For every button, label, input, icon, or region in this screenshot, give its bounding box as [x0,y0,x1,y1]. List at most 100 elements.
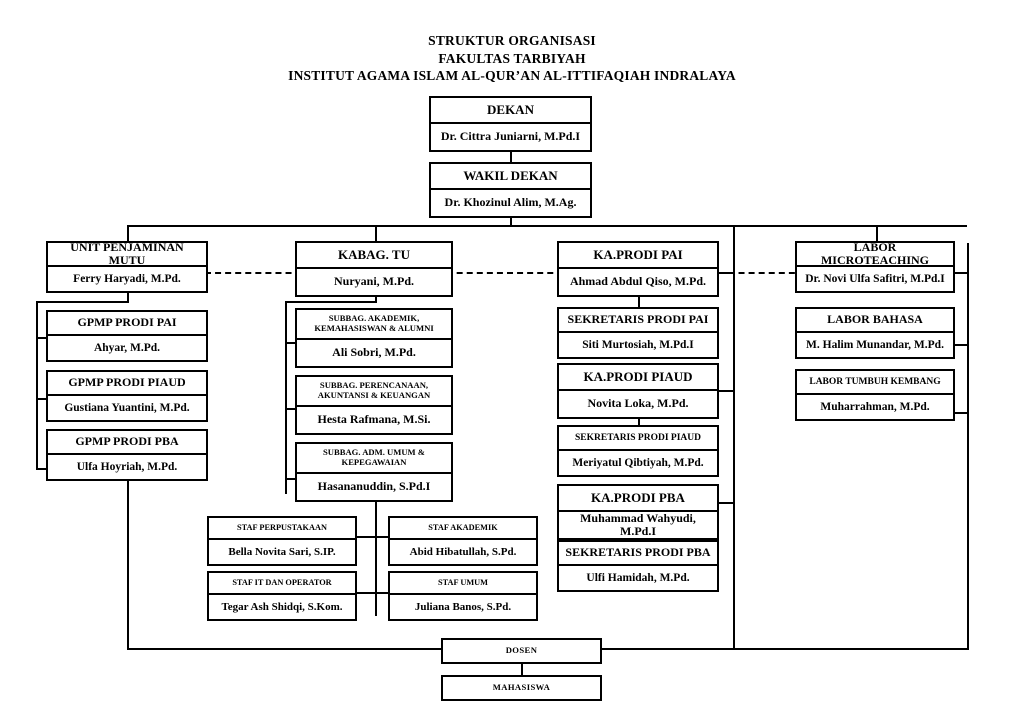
connector-piaud-sekretaris [638,415,640,426]
node-subbag-adm-umum-role-line1: SUBBAG. ADM. UMUM & [323,447,425,458]
connector-wakil-down [510,212,512,226]
node-ka-prodi-piaud-person: Novita Loka, M.Pd. [587,396,689,411]
connector-stub-gpmp-pba [36,468,48,470]
connector-kabag-staff-spine [375,494,377,616]
node-wakil-dekan-person: Dr. Khozinul Alim, M.Ag. [444,195,577,210]
title-line-2: FAKULTAS TARBIYAH [438,50,586,66]
node-sekretaris-prodi-pai[interactable]: SEKRETARIS PRODI PAI Siti Murtosiah, M.P… [557,307,719,359]
node-subbag-perencanaan[interactable]: SUBBAG. PERENCANAAN, AKUNTANSI & KEUANGA… [295,375,453,435]
node-labor-tumbuh-kembang-role: LABOR TUMBUH KEMBANG [797,371,953,395]
node-subbag-akademik-role: SUBBAG. AKADEMIK, KEMAHASISWAN & ALUMNI [297,310,451,340]
node-ka-prodi-pba-role: KA.PRODI PBA [559,486,717,512]
connector-stub-labor-micro [955,272,969,274]
node-subbag-akademik[interactable]: SUBBAG. AKADEMIK, KEMAHASISWAN & ALUMNI … [295,308,453,368]
connector-prodi-to-dosen [733,502,735,650]
node-sekretaris-prodi-pba-role: SEKRETARIS PRODI PBA [559,542,717,566]
node-ka-prodi-piaud[interactable]: KA.PRODI PIAUD Novita Loka, M.Pd. [557,363,719,419]
node-staf-it-dan-operator-role: STAF IT DAN OPERATOR [209,573,355,595]
node-staf-perpustakaan-role: STAF PERPUSTAKAAN [209,518,355,540]
title-line-3: INSTITUT AGAMA ISLAM AL-QUR’AN AL-ITTIFA… [288,68,736,84]
node-sekretaris-prodi-piaud-role: SEKRETARIS PRODI PIAUD [559,427,717,451]
connector-stub-gpmp-pai [36,337,48,339]
connector-drop-prodi [733,225,735,243]
node-unit-penjaminan-mutu-person: Ferry Haryadi, M.Pd. [73,272,181,285]
node-unit-penjaminan-mutu-role: UNIT PENJAMINAN MUTU [48,240,206,267]
node-labor-bahasa[interactable]: LABOR BAHASA M. Halim Munandar, M.Pd. [795,307,955,359]
connector-dekan-wakil [510,146,512,165]
node-labor-microteaching-role: LABOR MICROTEACHING [797,240,953,267]
node-staf-perpustakaan[interactable]: STAF PERPUSTAKAAN Bella Novita Sari, S.I… [207,516,357,566]
node-dosen[interactable]: DOSEN [441,638,602,664]
node-kabag-tu[interactable]: KABAG. TU Nuryani, M.Pd. [295,241,453,297]
node-staf-perpustakaan-person: Bella Novita Sari, S.IP. [228,545,336,558]
node-gpmp-prodi-pba-person: Ulfa Hoyriah, M.Pd. [76,460,178,473]
connector-stub-labor-bahasa [955,344,969,346]
node-unit-penjaminan-mutu[interactable]: UNIT PENJAMINAN MUTU Ferry Haryadi, M.Pd… [46,240,208,293]
connector-drop-unit [127,225,129,243]
node-subbag-adm-umum-person: Hasananuddin, S.Pd.I [317,479,431,494]
node-ka-prodi-pba[interactable]: KA.PRODI PBA Muhammad Wahyudi, M.Pd.I [557,484,719,540]
connector-drop-labor [876,225,878,243]
node-sekretaris-prodi-pba[interactable]: SEKRETARIS PRODI PBA Ulfi Hamidah, M.Pd. [557,540,719,592]
connector-bottom-rail-left [127,648,442,650]
node-labor-microteaching[interactable]: LABOR MICROTEACHING Dr. Novi Ulfa Safitr… [795,240,955,293]
node-gpmp-prodi-pai-person: Ahyar, M.Pd. [93,341,161,354]
node-wakil-dekan[interactable]: WAKIL DEKAN Dr. Khozinul Alim, M.Ag. [429,162,592,218]
node-subbag-adm-umum[interactable]: SUBBAG. ADM. UMUM & KEPEGAWAIAN Hasananu… [295,442,453,502]
coordination-dashed-line [205,272,815,274]
node-subbag-perencanaan-role-line2: AKUNTANSI & KEUANGAN [317,390,431,400]
connector-stub-subbag-perencanaan [285,408,297,410]
node-dosen-role: DOSEN [505,645,538,656]
node-gpmp-prodi-pba[interactable]: GPMP PRODI PBA Ulfa Hoyriah, M.Pd. [46,429,208,481]
connector-unit-left [36,301,129,303]
node-sekretaris-prodi-piaud[interactable]: SEKRETARIS PRODI PIAUD Meriyatul Qibtiya… [557,425,719,477]
node-labor-bahasa-role: LABOR BAHASA [797,309,953,333]
connector-stub-labor-tumbuh [955,412,969,414]
connector-dosen-mahasiswa [521,660,523,676]
node-subbag-adm-umum-role: SUBBAG. ADM. UMUM & KEPEGAWAIAN [297,444,451,474]
node-gpmp-prodi-piaud[interactable]: GPMP PRODI PIAUD Gustiana Yuantini, M.Pd… [46,370,208,422]
connector-kabag-down [375,291,377,303]
node-subbag-perencanaan-role-line1: SUBBAG. PERENCANAAN, [319,380,429,391]
node-mahasiswa[interactable]: MAHASISWA [441,675,602,701]
node-kabag-tu-person: Nuryani, M.Pd. [333,274,414,289]
node-staf-akademik-role: STAF AKADEMIK [390,518,536,540]
node-sekretaris-prodi-pai-person: Siti Murtosiah, M.Pd.I [582,338,694,351]
connector-stub-ka-prodi-pba [719,502,735,504]
connector-drop-kabag [375,225,377,243]
connector-stub-subbag-adm [285,478,297,480]
connector-pai-sekretaris [638,295,640,308]
node-gpmp-prodi-piaud-role: GPMP PRODI PIAUD [48,372,206,396]
node-ka-prodi-pai-role: KA.PRODI PAI [559,243,717,269]
node-kabag-tu-role: KABAG. TU [297,243,451,269]
connector-stub-subbag-akademik [285,342,297,344]
connector-stub-staf-it [356,592,377,594]
connector-kabag-left [285,301,377,303]
connector-unit-down [127,291,129,303]
node-mahasiswa-role: MAHASISWA [492,682,551,693]
node-staf-umum[interactable]: STAF UMUM Juliana Banos, S.Pd. [388,571,538,621]
node-subbag-perencanaan-person: Hesta Rafmana, M.Si. [317,412,431,427]
connector-gpmp-spine [36,301,38,470]
node-subbag-adm-umum-role-line2: KEPEGAWAIAN [341,457,407,467]
page-title: STRUKTUR ORGANISASI FAKULTAS TARBIYAH IN… [0,32,1024,85]
node-wakil-dekan-role: WAKIL DEKAN [431,164,590,190]
node-staf-it-dan-operator[interactable]: STAF IT DAN OPERATOR Tegar Ash Shidqi, S… [207,571,357,621]
node-gpmp-prodi-pai[interactable]: GPMP PRODI PAI Ahyar, M.Pd. [46,310,208,362]
node-sekretaris-prodi-pai-role: SEKRETARIS PRODI PAI [559,309,717,333]
connector-left-to-dosen [127,478,129,650]
node-staf-umum-person: Juliana Banos, S.Pd. [414,600,512,613]
node-subbag-akademik-person: Ali Sobri, M.Pd. [332,345,416,360]
node-ka-prodi-pba-person: Muhammad Wahyudi, M.Pd.I [580,510,696,538]
node-dekan-person: Dr. Cittra Juniarni, M.Pd.I [440,129,581,144]
node-subbag-akademik-role-line1: SUBBAG. AKADEMIK, [328,313,420,324]
node-dekan[interactable]: DEKAN Dr. Cittra Juniarni, M.Pd.I [429,96,592,152]
node-dekan-role: DEKAN [431,98,590,124]
node-gpmp-prodi-pba-role: GPMP PRODI PBA [48,431,206,455]
node-ka-prodi-pai[interactable]: KA.PRODI PAI Ahmad Abdul Qiso, M.Pd. [557,241,719,297]
node-staf-akademik[interactable]: STAF AKADEMIK Abid Hibatullah, S.Pd. [388,516,538,566]
connector-stub-gpmp-piaud [36,398,48,400]
node-labor-tumbuh-kembang[interactable]: LABOR TUMBUH KEMBANG Muharrahman, M.Pd. [795,369,955,421]
node-gpmp-prodi-pai-role: GPMP PRODI PAI [48,312,206,336]
